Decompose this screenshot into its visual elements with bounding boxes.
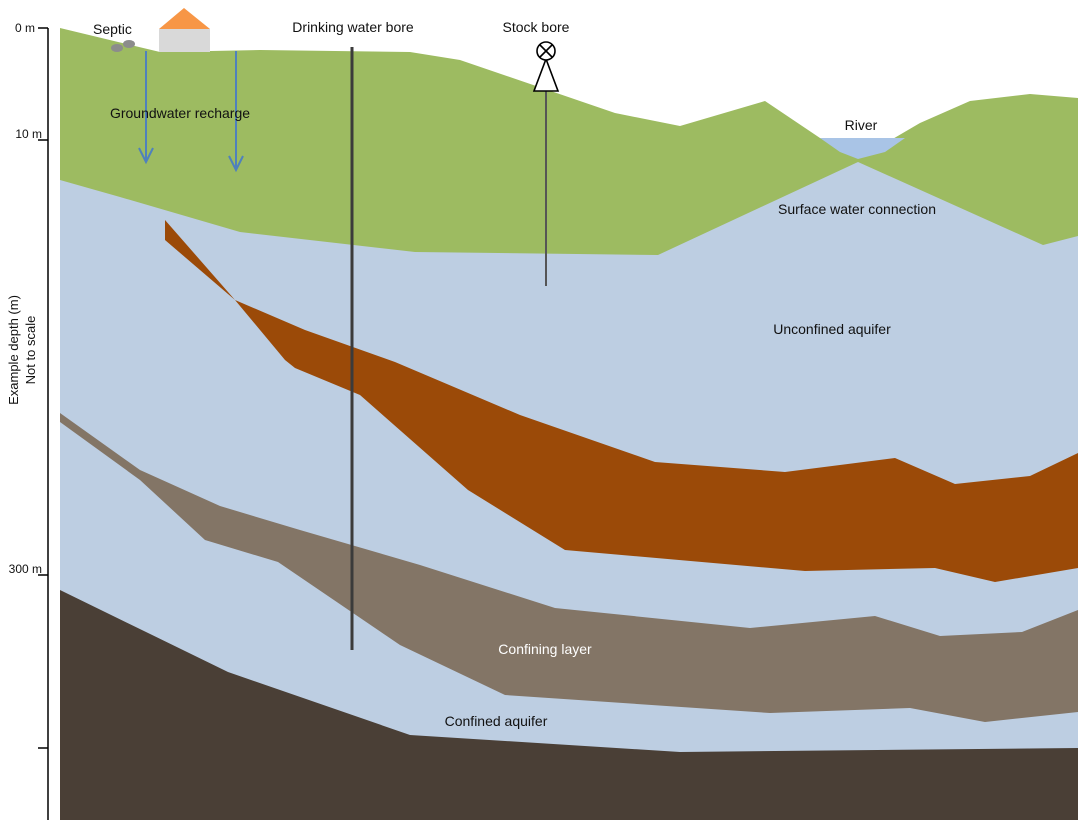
septic-label: Septic bbox=[93, 21, 132, 37]
confined-aquifer-label: Confined aquifer bbox=[445, 713, 548, 729]
unconfined-aquifer-label: Unconfined aquifer bbox=[773, 321, 891, 337]
depth-tick-label: 300 m bbox=[9, 562, 42, 576]
clay-lens bbox=[165, 220, 1078, 582]
windmill-icon bbox=[532, 41, 560, 92]
river-label: River bbox=[845, 117, 878, 133]
septic-tank-icon bbox=[111, 40, 135, 52]
surface-connection-label: Surface water connection bbox=[778, 201, 936, 217]
depth-axis-title: Example depth (m) bbox=[6, 295, 21, 405]
depth-tick-label: 10 m bbox=[15, 127, 42, 141]
recharge-arrow-icon bbox=[138, 51, 154, 165]
depth-axis-subtitle: Not to scale bbox=[23, 316, 38, 385]
house-icon bbox=[159, 8, 210, 52]
stock-bore-label: Stock bore bbox=[503, 19, 570, 35]
drinking-bore-label: Drinking water bore bbox=[292, 19, 414, 35]
confining-layer-label: Confining layer bbox=[498, 641, 592, 657]
confining-layer-region bbox=[60, 413, 1078, 722]
recharge-label: Groundwater recharge bbox=[110, 105, 250, 121]
topsoil-layer bbox=[60, 28, 1078, 255]
depth-tick-label: 0 m bbox=[15, 21, 35, 35]
bedrock-region bbox=[60, 590, 1078, 820]
recharge-arrow-icon bbox=[228, 51, 244, 173]
river-water bbox=[820, 138, 905, 159]
